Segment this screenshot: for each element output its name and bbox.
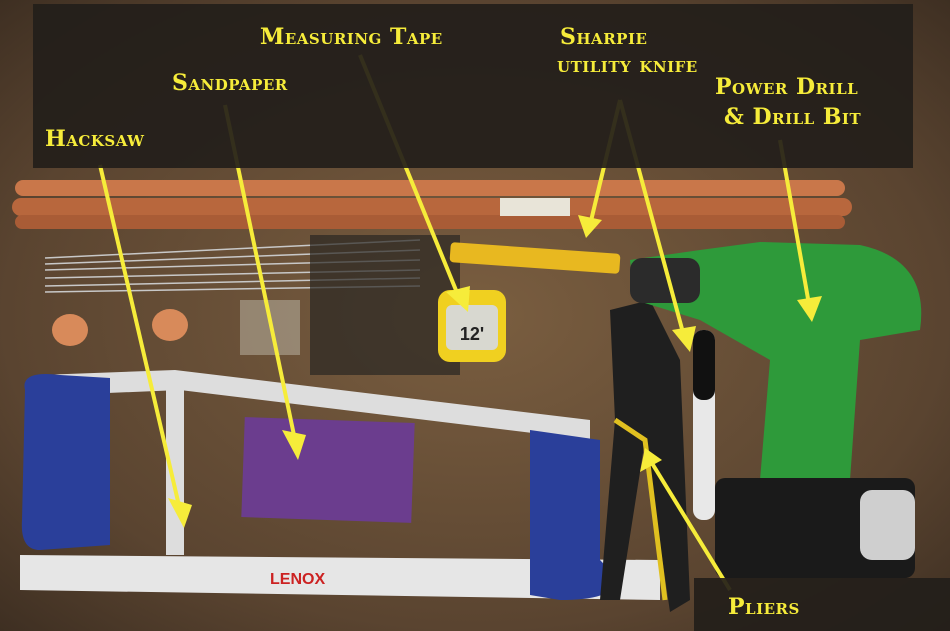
label-utility-knife: utility knife [557,52,698,78]
label-drill-bit: & Drill Bit [724,104,862,130]
tape-measure: 12' [438,290,506,362]
label-sharpie: Sharpie [560,24,648,50]
dark-patch [310,235,460,375]
hacksaw: LENOX [20,370,660,600]
svg-text:LENOX: LENOX [270,571,325,588]
copper-fittings [52,309,188,346]
pliers [600,300,690,612]
label-power-drill: Power Drill [715,74,859,100]
power-drill [630,242,922,578]
pliers-label-box [694,578,950,631]
labels-banner [33,4,913,168]
sharpie [693,330,715,520]
label-hacksaw: Hacksaw [45,126,145,152]
copper-pipes [12,180,852,229]
label-pliers: Pliers [728,594,800,620]
svg-text:12': 12' [460,324,484,344]
label-measuring-tape: Measuring Tape [260,24,443,50]
sandpaper [241,417,415,523]
label-sandpaper: Sandpaper [172,70,288,96]
utility-knife [449,242,621,274]
